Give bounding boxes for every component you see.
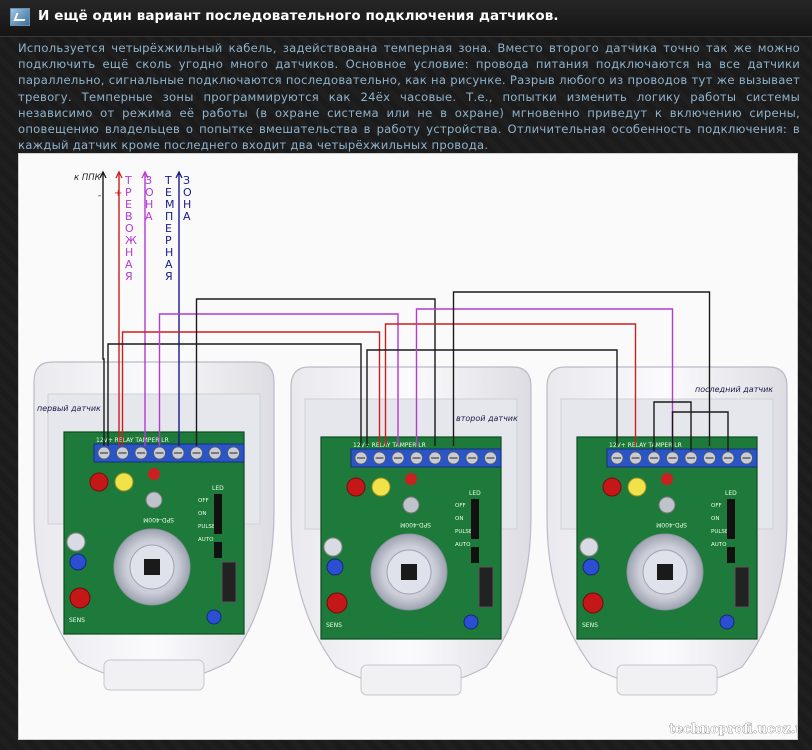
switch-label: OFF [711, 503, 722, 509]
pir-sensor [657, 564, 673, 580]
power-plus-label: + [114, 188, 122, 199]
jumper-auto [727, 547, 735, 563]
wire-power-minus-link-2 [366, 349, 618, 446]
wire-power-plus-link-2 [384, 323, 637, 446]
led-red [346, 477, 366, 497]
wire-end-loop-alarm [653, 401, 692, 451]
capacitor-blue-2 [719, 614, 735, 630]
led-red [602, 477, 622, 497]
model-label: SPD-400M [656, 521, 687, 528]
switch-label: ON [711, 516, 719, 522]
page-title: И ещё один вариант последовательного под… [38, 8, 559, 24]
sensor-bracket [103, 659, 205, 691]
terminal-labels: 12V+ RELAY TAMPER LR [353, 442, 426, 449]
sensor-label-first: первый датчик [37, 404, 101, 413]
capacitor-white [579, 537, 599, 557]
jumper-header [214, 494, 222, 534]
switch-labels: LED [212, 485, 224, 492]
switch-labels: LED [725, 490, 737, 497]
switch-label: ON [198, 511, 206, 517]
jumper-header [471, 499, 479, 539]
wire-power-minus [102, 172, 105, 446]
led-small-red [148, 468, 160, 480]
wiring-diagram-svg: 12V+ RELAY TAMPER LRSENSLEDOFFONPULSEAUT… [33, 170, 798, 737]
sens-label: SENS [582, 622, 598, 629]
switch-label: AUTO [455, 542, 471, 548]
led-red [89, 472, 109, 492]
capacitor-blue-2 [206, 609, 222, 625]
title-bar: И ещё один вариант последовательного под… [0, 0, 812, 37]
capacitor-grey [402, 496, 420, 514]
capacitor-white [323, 537, 343, 557]
power-minus-label: - [98, 191, 101, 201]
capacitor-blue [69, 553, 87, 571]
terminal-labels: 12V+ RELAY TAMPER LR [609, 442, 682, 449]
watermark: technoprofi.ucoz.ua [669, 722, 798, 737]
diagram-icon [10, 8, 30, 26]
wire-tamper-link [195, 298, 436, 446]
sensor-label-second: второй датчик [456, 414, 518, 423]
led-small-red [661, 473, 673, 485]
sens-label: SENS [69, 617, 85, 624]
wire-power-plus-link [121, 331, 381, 446]
sensor-bracket [616, 664, 718, 696]
model-label: SPD-400M [143, 516, 174, 523]
sensor-bracket [360, 664, 462, 696]
wire-alarm-link-2 [415, 308, 674, 446]
capacitor-grey [658, 496, 676, 514]
pir-sensor [401, 564, 417, 580]
led-yellow [114, 472, 134, 492]
ppk-label: к ППК [74, 173, 102, 183]
relay [734, 566, 750, 608]
led-small-red [405, 473, 417, 485]
pir-sensor [144, 559, 160, 575]
terminal-labels: 12V+ RELAY TAMPER LR [96, 437, 169, 444]
led-yellow [371, 477, 391, 497]
switch-label: AUTO [198, 537, 214, 543]
terminal-block [93, 443, 245, 463]
switch-label: PULSE [198, 524, 216, 530]
switch-labels: LED [469, 490, 481, 497]
switch-label: AUTO [711, 542, 727, 548]
relay [478, 566, 494, 608]
wire-tamper-link-2 [452, 291, 711, 446]
capacitor-grey [145, 491, 163, 509]
sensor-label-last: последний датчик [695, 385, 773, 394]
switch-label: PULSE [455, 529, 473, 535]
wire-end-loop-tamper [671, 411, 729, 451]
switch-label: ON [455, 516, 463, 522]
sens-potentiometer [326, 592, 348, 614]
terminal-block [350, 448, 502, 468]
article-paragraph: Используется четырёхжильный кабель, заде… [18, 41, 800, 153]
sens-label: SENS [326, 622, 342, 629]
led-yellow [627, 477, 647, 497]
terminal-block [606, 448, 758, 468]
capacitor-blue [326, 558, 344, 576]
jumper-header [727, 499, 735, 539]
model-label: SPD-400M [400, 521, 431, 528]
relay [221, 561, 237, 603]
jumper-auto [471, 547, 479, 563]
jumper-auto [214, 542, 222, 558]
wire-alarm-link [158, 313, 399, 446]
switch-label: PULSE [711, 529, 729, 535]
capacitor-blue [582, 558, 600, 576]
switch-label: OFF [455, 503, 466, 509]
sens-potentiometer [582, 592, 604, 614]
switch-label: OFF [198, 498, 209, 504]
capacitor-white [66, 532, 86, 552]
sens-potentiometer [69, 587, 91, 609]
wire-power-minus-link [107, 343, 362, 446]
capacitor-blue-2 [463, 614, 479, 630]
